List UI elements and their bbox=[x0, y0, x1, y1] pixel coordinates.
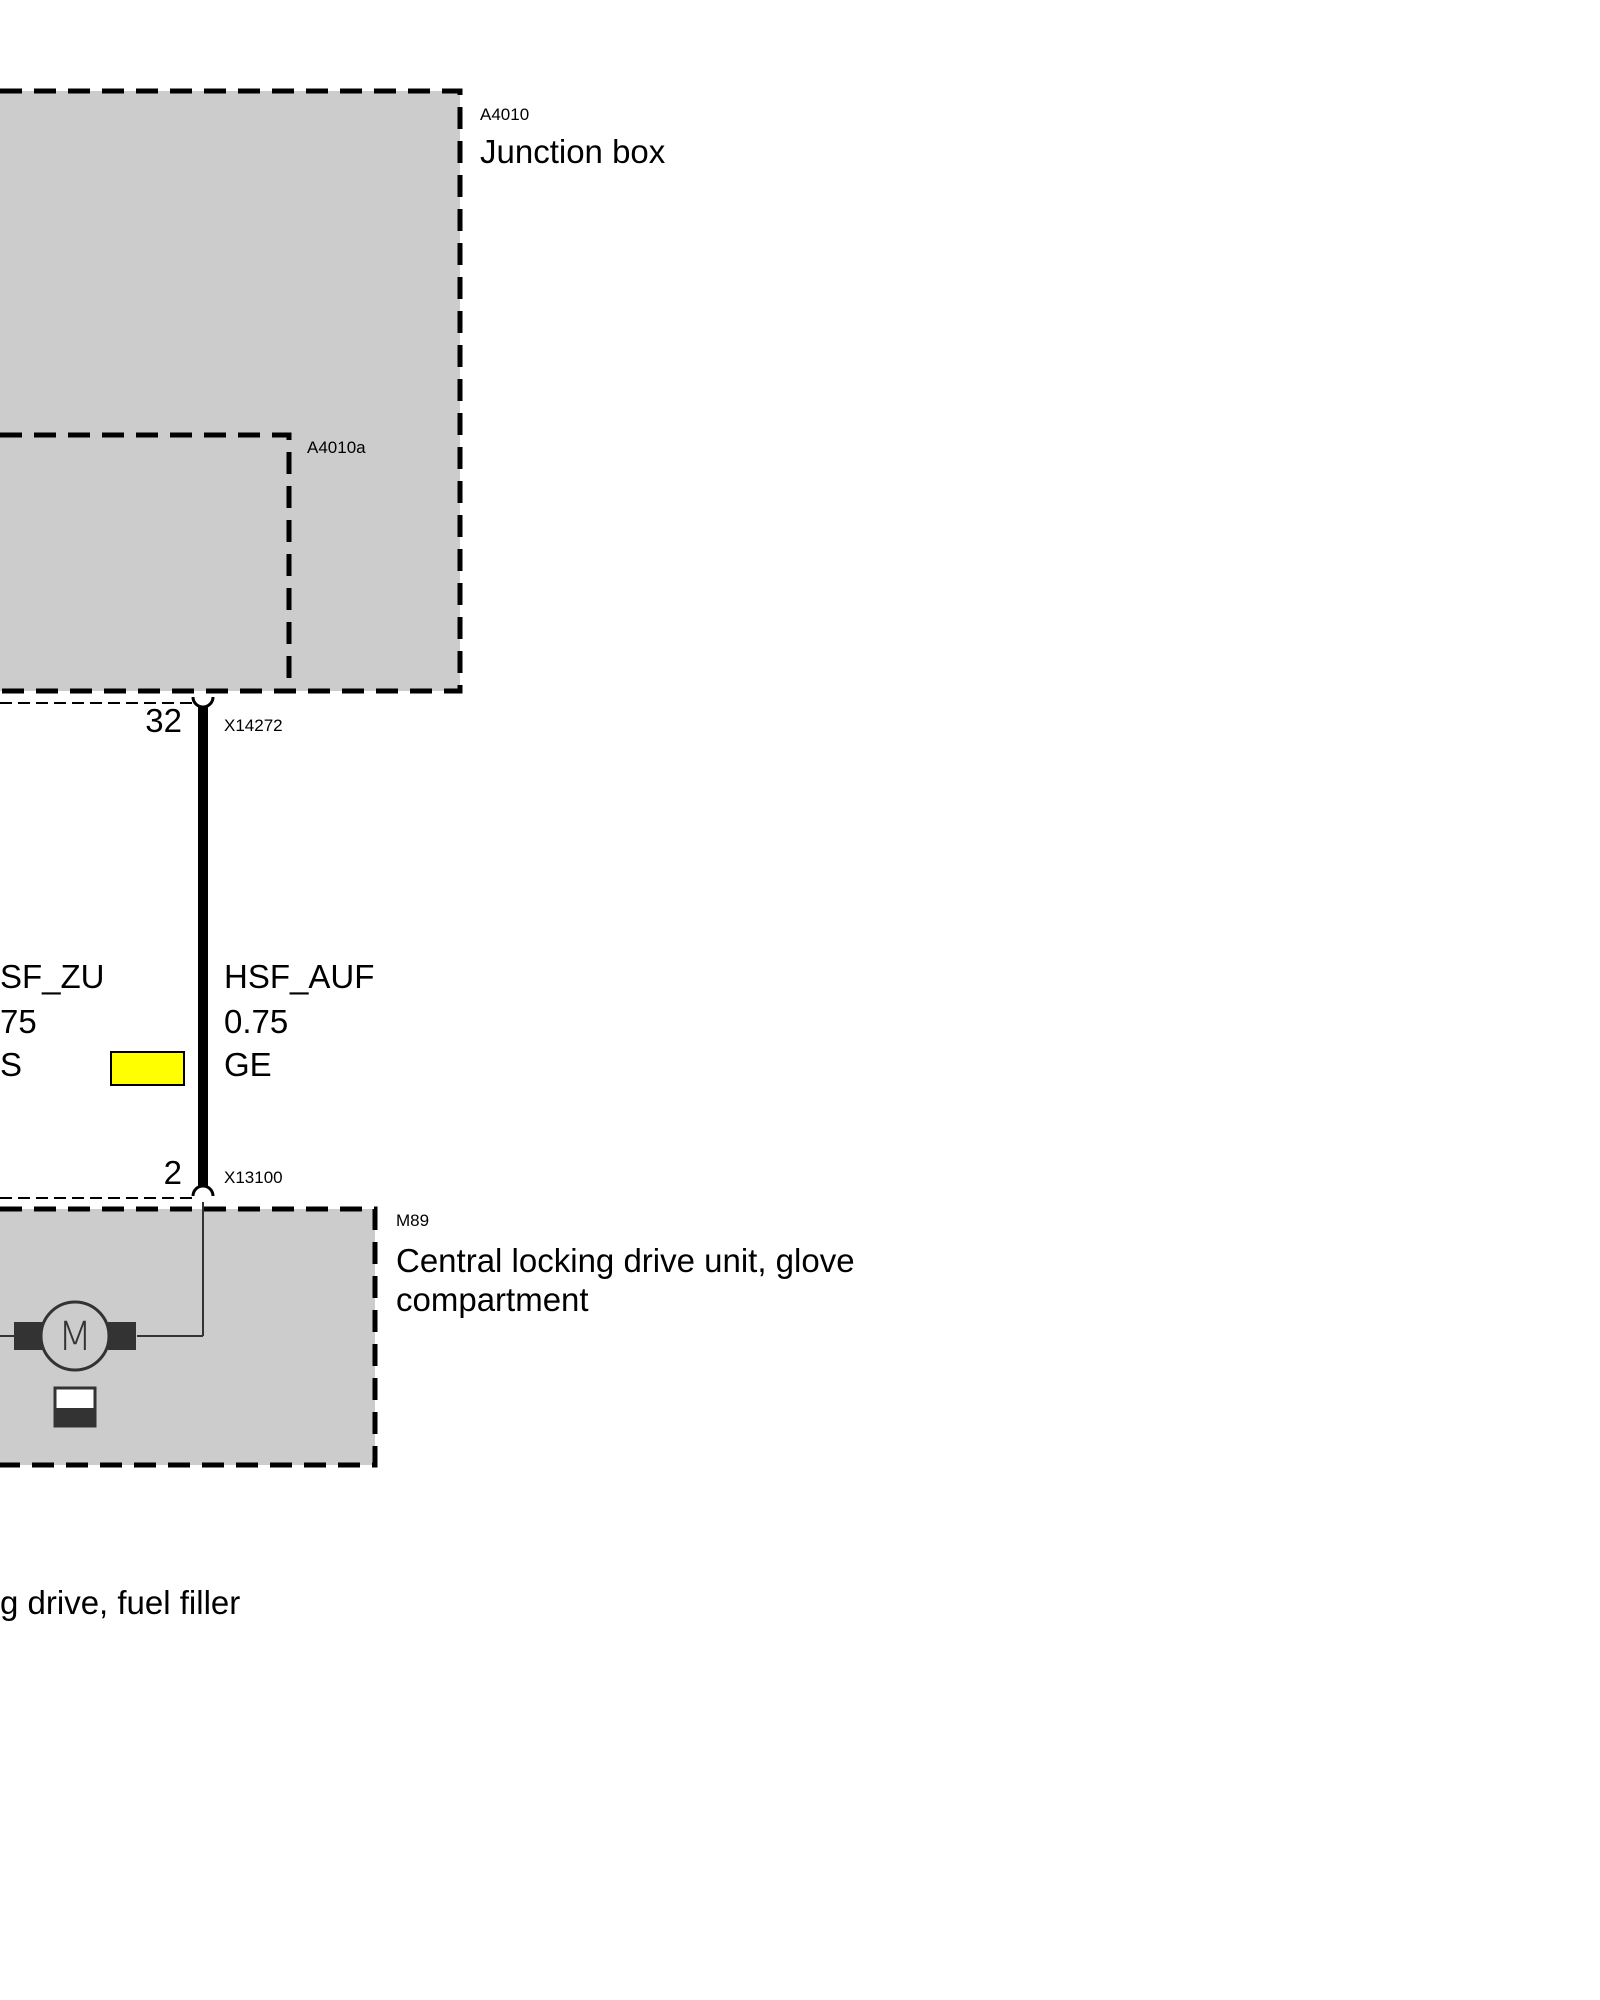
wire-color-code: GE bbox=[224, 1046, 272, 1083]
glovebox-drive-id: M89 bbox=[396, 1211, 429, 1230]
motor-circle bbox=[39, 1300, 111, 1372]
junction-box-name: Junction box bbox=[480, 133, 666, 170]
connector-bottom-arc bbox=[191, 1184, 215, 1197]
connector-bottom-pin: 2 bbox=[164, 1154, 182, 1191]
connector-top-id: X14272 bbox=[224, 716, 283, 735]
actuator-icon bbox=[53, 1386, 97, 1428]
left-wire-color-code: S bbox=[0, 1046, 22, 1083]
motor-letter: M bbox=[58, 1314, 93, 1360]
wire-label-main: HSF_AUF 0.75 GE bbox=[110, 958, 374, 1086]
wire-color-swatch bbox=[110, 1051, 185, 1086]
wire-gauge: 0.75 bbox=[224, 1003, 288, 1040]
junction-box: A4010 Junction box A4010a bbox=[0, 88, 666, 694]
connector-bottom-id: X13100 bbox=[224, 1168, 283, 1187]
fuel-filler-label-partial: g drive, fuel filler bbox=[0, 1584, 240, 1621]
glovebox-drive-name-2: compartment bbox=[396, 1281, 589, 1318]
connector-top-arc bbox=[191, 696, 215, 709]
actuator-fill bbox=[55, 1408, 95, 1426]
connector-x13100: 2 X13100 bbox=[0, 1154, 283, 1199]
junction-box-outline bbox=[0, 88, 463, 694]
connector-top-pin: 32 bbox=[145, 702, 182, 739]
motor-terminal-right bbox=[108, 1322, 136, 1350]
wire-signal: HSF_AUF bbox=[224, 958, 374, 995]
junction-box-id: A4010 bbox=[480, 105, 529, 124]
junction-box-sub-outline bbox=[0, 432, 292, 691]
motor-icon: M bbox=[14, 1300, 136, 1372]
junction-box-sub-id: A4010a bbox=[307, 438, 366, 457]
glovebox-drive-unit: M M89 Central locking drive unit, glove … bbox=[0, 1202, 855, 1468]
left-wire-gauge: 75 bbox=[0, 1003, 37, 1040]
motor-terminal-left bbox=[14, 1322, 42, 1350]
left-wire-signal: SF_ZU bbox=[0, 958, 105, 995]
glovebox-drive-name-1: Central locking drive unit, glove bbox=[396, 1242, 855, 1279]
connector-x14272: 32 X14272 bbox=[145, 696, 283, 739]
wire-label-left-partial: SF_ZU 75 S bbox=[0, 958, 105, 1083]
